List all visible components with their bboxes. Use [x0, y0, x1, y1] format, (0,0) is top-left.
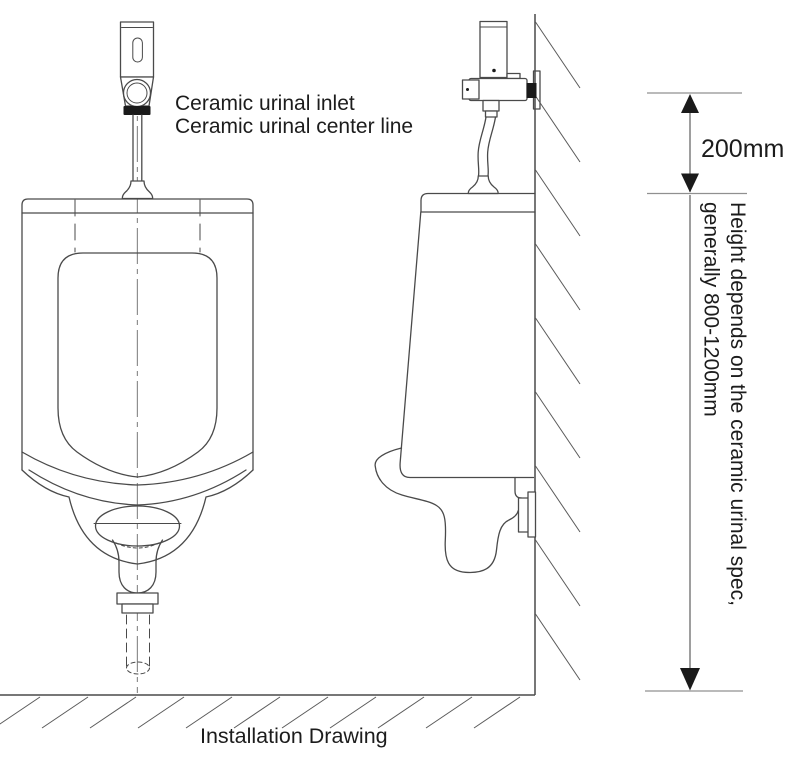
- arrow-down-floor-icon: [680, 668, 700, 691]
- urinal-outer-outline: [21, 198, 254, 471]
- callout-labels: Ceramic urinal inlet Ceramic urinal cent…: [175, 92, 413, 138]
- side-front-edge: [399, 211, 535, 479]
- drawing-title: Installation Drawing: [200, 724, 388, 748]
- arrow-up-icon: [681, 94, 699, 113]
- drain-opening: [94, 505, 181, 547]
- drain-dome: [21, 469, 254, 565]
- sensor-eye-inner: [126, 82, 148, 104]
- dimension-height: Height depends on the ceramic urinal spe…: [645, 195, 749, 692]
- dim-200mm-label: 200mm: [701, 135, 784, 163]
- valve-nut: [123, 106, 151, 115]
- side-view: [374, 14, 581, 695]
- trap-coupling-lower: [121, 603, 154, 614]
- label-center-line: Ceramic urinal center line: [175, 115, 413, 138]
- label-inlet: Ceramic urinal inlet: [175, 92, 355, 115]
- wall-connector: [526, 83, 537, 98]
- supply-pipe-right: [486, 116, 497, 177]
- spud-side: [467, 175, 499, 195]
- sensor-box-side: [461, 79, 480, 100]
- side-rim: [420, 192, 536, 213]
- urinal-side-body: [374, 192, 537, 574]
- urinal-front-body: [21, 198, 254, 675]
- height-note-line1: Height depends on the ceramic urinal spe…: [726, 202, 749, 606]
- flush-valve-front: [119, 21, 155, 200]
- floor-hatching: [0, 696, 521, 729]
- valve-column-dot: [492, 68, 496, 73]
- valve-indicator-window: [132, 37, 143, 63]
- valve-top-cap-side: [506, 72, 521, 80]
- valve-nut-side-lower: [484, 110, 498, 118]
- front-view: [21, 21, 254, 693]
- height-note-line2: generally 800-1200mm: [700, 202, 723, 417]
- sensor-eye-outer: [122, 78, 152, 108]
- side-spout-and-trap: [374, 447, 519, 574]
- trap-coupling-upper: [116, 592, 159, 605]
- flush-valve-side: [461, 20, 537, 195]
- valve-column-side: [479, 20, 508, 79]
- drain-pipe-end: [126, 661, 150, 675]
- basin-opening: [57, 252, 218, 478]
- wall-hatching: [535, 21, 581, 681]
- inlet-spud: [121, 180, 154, 200]
- sensor-box-dot: [466, 88, 469, 91]
- bowl-rim-curve-lower: [28, 469, 247, 506]
- outlet-fitting-outer: [527, 491, 537, 538]
- bowl-rim-curve-upper: [21, 451, 254, 486]
- valve-nut-side-upper: [482, 99, 500, 112]
- floor: [0, 694, 535, 729]
- side-outlet-link: [514, 476, 523, 499]
- supply-pipe-left: [477, 116, 487, 177]
- arrow-down-icon: [681, 173, 699, 193]
- dimension-200mm: 200mm: [647, 92, 784, 195]
